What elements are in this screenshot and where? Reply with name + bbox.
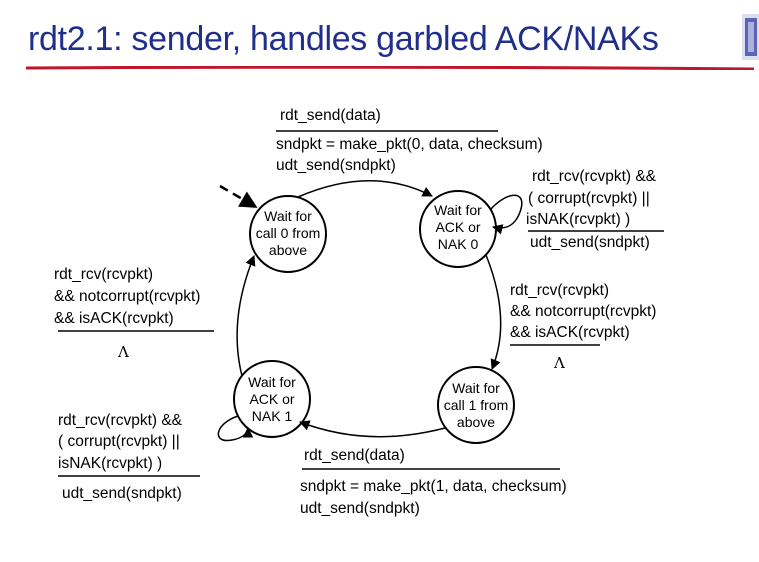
state-label-wait-call0: Wait for call 0 from above <box>250 208 326 259</box>
state-wait-call0 <box>249 195 327 273</box>
ack1-self-event-2: ( corrupt(rcvpkt) || <box>58 433 180 450</box>
state-label-wait-call1: Wait for call 1 from above <box>438 380 514 431</box>
state-line: Wait for <box>264 208 312 224</box>
self-loop-ack1 <box>217 415 254 442</box>
ack0-self-event-3: isNAK(rcvpkt) ) <box>526 211 631 228</box>
left-event-2: && notcorrupt(rcvpkt) <box>54 288 201 305</box>
right-event-2: && notcorrupt(rcvpkt) <box>510 303 657 320</box>
left-action-lambda: Λ <box>118 343 129 361</box>
self-loop-ack0 <box>489 194 523 235</box>
state-line: Wait for <box>452 380 500 396</box>
state-wait-ack1 <box>233 360 311 438</box>
arrow-bottom <box>299 420 446 438</box>
arrow-left <box>236 255 256 377</box>
arrow-top <box>297 180 433 198</box>
ack1-self-action: udt_send(sndpkt) <box>62 485 182 502</box>
left-event-3: && isACK(rcvpkt) <box>54 310 174 327</box>
state-line: Wait for <box>248 374 296 390</box>
top-action-2: udt_send(sndpkt) <box>276 157 396 174</box>
state-line: above <box>268 242 308 258</box>
bottom-action-1: sndpkt = make_pkt(1, data, checksum) <box>300 478 567 495</box>
slide-title: rdt2.1: sender, handles garbled ACK/NAKs <box>28 20 659 58</box>
state-label-wait-ack1: Wait for ACK or NAK 1 <box>234 374 310 425</box>
title-underline <box>26 66 754 70</box>
state-line: NAK 1 <box>251 408 293 424</box>
top-action-1: sndpkt = make_pkt(0, data, checksum) <box>276 136 543 153</box>
state-label-wait-ack0: Wait for ACK or NAK 0 <box>420 202 496 253</box>
bottom-event: rdt_send(data) <box>304 447 405 464</box>
arrow-right <box>485 254 502 370</box>
initial-arrow <box>219 184 258 209</box>
state-line: call 1 from <box>443 397 509 413</box>
right-event-3: && isACK(rcvpkt) <box>510 324 630 341</box>
university-logo <box>742 14 759 60</box>
state-line: ACK or <box>435 219 481 235</box>
state-line: call 0 from <box>255 225 321 241</box>
ack1-self-event-1: rdt_rcv(rcvpkt) && <box>58 412 183 429</box>
ack0-self-action: udt_send(sndpkt) <box>530 234 650 251</box>
state-line: Wait for <box>434 202 482 218</box>
top-event: rdt_send(data) <box>280 107 381 124</box>
ack0-self-event-2: ( corrupt(rcvpkt) || <box>528 190 650 207</box>
ack1-self-event-3: isNAK(rcvpkt) ) <box>58 455 163 472</box>
state-line: ACK or <box>249 391 295 407</box>
bottom-action-2: udt_send(sndpkt) <box>300 500 420 517</box>
ack0-self-event-1: rdt_rcv(rcvpkt) && <box>532 168 657 185</box>
state-line: NAK 0 <box>437 236 479 252</box>
right-event-1: rdt_rcv(rcvpkt) <box>510 282 610 299</box>
state-wait-call1 <box>437 366 515 444</box>
right-action-lambda: Λ <box>554 354 565 372</box>
state-line: above <box>456 414 496 430</box>
left-event-1: rdt_rcv(rcvpkt) <box>54 266 154 283</box>
